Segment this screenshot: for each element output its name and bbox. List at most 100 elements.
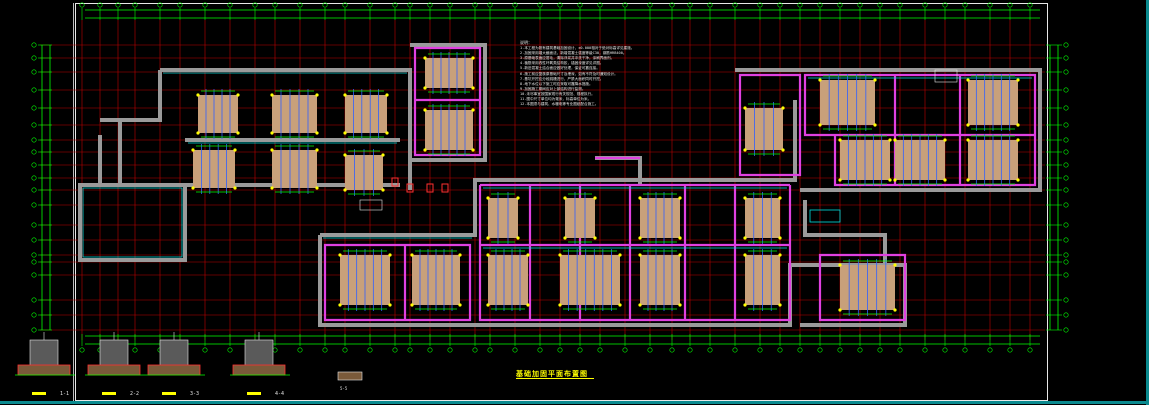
detail-label-bar <box>32 392 46 395</box>
axis-bubble <box>31 162 37 168</box>
note-line: 8.地下水位以下施工时应采取可靠降水措施。 <box>520 81 593 86</box>
axis-bubble <box>577 2 583 8</box>
axis-bubble <box>1063 202 1069 208</box>
column-marker <box>888 178 892 182</box>
detail-section-footing <box>87 364 141 376</box>
axis-bubble <box>1063 327 1069 333</box>
column-marker <box>423 148 427 152</box>
column-marker <box>410 253 414 257</box>
note-line: 6.施工前应复核原基础尺寸及埋深，如有不符及时通知设计。 <box>520 71 618 76</box>
reinforced-wall <box>818 253 907 322</box>
column-marker <box>781 106 785 110</box>
axis-bubble <box>31 187 37 193</box>
axis-bubble <box>1027 347 1033 353</box>
detail-label: 1-1 <box>60 391 69 397</box>
axis-bubble <box>487 347 493 353</box>
axis-bubble <box>1007 347 1013 353</box>
column-marker <box>471 86 475 90</box>
detail-section-footing <box>337 371 363 381</box>
axis-bubble <box>669 347 675 353</box>
column-marker <box>678 196 682 200</box>
column-marker <box>678 253 682 257</box>
axis-bubble <box>897 347 903 353</box>
axis-bubble <box>272 2 278 8</box>
axis-bubble <box>1063 252 1069 258</box>
axis-bubble <box>647 347 653 353</box>
axis-bubble <box>177 2 183 8</box>
axis-bubble <box>837 347 843 353</box>
column-marker <box>638 236 642 240</box>
note-line: 7.基坑开挖应分段跳槽进行，严禁大面积同时开挖。 <box>520 76 604 81</box>
column-marker <box>191 148 195 152</box>
column-marker <box>563 236 567 240</box>
column-marker <box>458 303 462 307</box>
column-marker <box>486 196 490 200</box>
column-marker <box>233 186 237 190</box>
note-line: 5.新旧混凝土结合面应做好处理，保证可靠连接。 <box>520 66 600 71</box>
column-marker <box>888 138 892 142</box>
column-marker <box>270 186 274 190</box>
axis-bubble <box>227 2 233 8</box>
axis-bubble <box>31 55 37 61</box>
axis-bubble <box>115 2 121 8</box>
column-marker <box>678 236 682 240</box>
column-marker <box>1016 78 1020 82</box>
axis-bubble <box>447 347 453 353</box>
axis-bubble <box>31 149 37 155</box>
axis-bubble <box>367 347 373 353</box>
axis-bubble <box>1063 237 1069 243</box>
axis-bubble <box>31 252 37 258</box>
detail-label: 4-4 <box>275 391 284 397</box>
axis-bubble <box>622 2 628 8</box>
column-marker <box>838 263 842 267</box>
section-marker <box>426 183 434 193</box>
detail-label-bar <box>102 392 116 395</box>
column-marker <box>343 131 347 135</box>
axis-bubble <box>922 2 928 8</box>
axis-bubble <box>342 347 348 353</box>
foundation-outline-west-wing <box>78 183 187 262</box>
axis-bubble <box>877 347 883 353</box>
column-marker <box>558 253 562 257</box>
note-line: 1.本工程为既有建筑基础加固设计，±0.000相对于绝对标高详见建施。 <box>520 46 635 51</box>
column-marker <box>873 78 877 82</box>
column-marker <box>516 196 520 200</box>
axis-bubble <box>777 347 783 353</box>
axis-bubble <box>1063 272 1069 278</box>
column-marker <box>638 303 642 307</box>
axis-bubble <box>322 347 328 353</box>
note-line: 11.图中尺寸单位均为毫米，标高单位为米。 <box>520 97 592 102</box>
axis-bubble <box>447 2 453 8</box>
column-marker <box>343 153 347 157</box>
column-marker <box>526 253 530 257</box>
axis-bubble <box>342 2 348 8</box>
column-marker <box>778 196 782 200</box>
detail-label: 5-5 <box>340 386 348 391</box>
section-marker <box>441 183 449 193</box>
axis-bubble <box>1063 137 1069 143</box>
axis-bubble <box>132 2 138 8</box>
axis-bubble <box>31 137 37 143</box>
axis-bubble <box>487 2 493 8</box>
axis-bubble <box>472 2 478 8</box>
column-marker <box>678 303 682 307</box>
axis-bubble <box>31 69 37 75</box>
column-marker <box>966 178 970 182</box>
axis-bubble <box>987 2 993 8</box>
axis-bubble <box>732 347 738 353</box>
axis-bubble <box>79 2 85 8</box>
column-marker <box>385 93 389 97</box>
column-marker <box>338 253 342 257</box>
column-marker <box>315 93 319 97</box>
axis-bubble <box>31 327 37 333</box>
label-box <box>359 199 383 211</box>
column-marker <box>778 236 782 240</box>
column-marker <box>893 138 897 142</box>
column-marker <box>423 56 427 60</box>
axis-bubble <box>367 2 373 8</box>
foundation-pad <box>640 255 680 305</box>
axis-bubble <box>512 2 518 8</box>
column-marker <box>781 148 785 152</box>
column-marker <box>196 93 200 97</box>
